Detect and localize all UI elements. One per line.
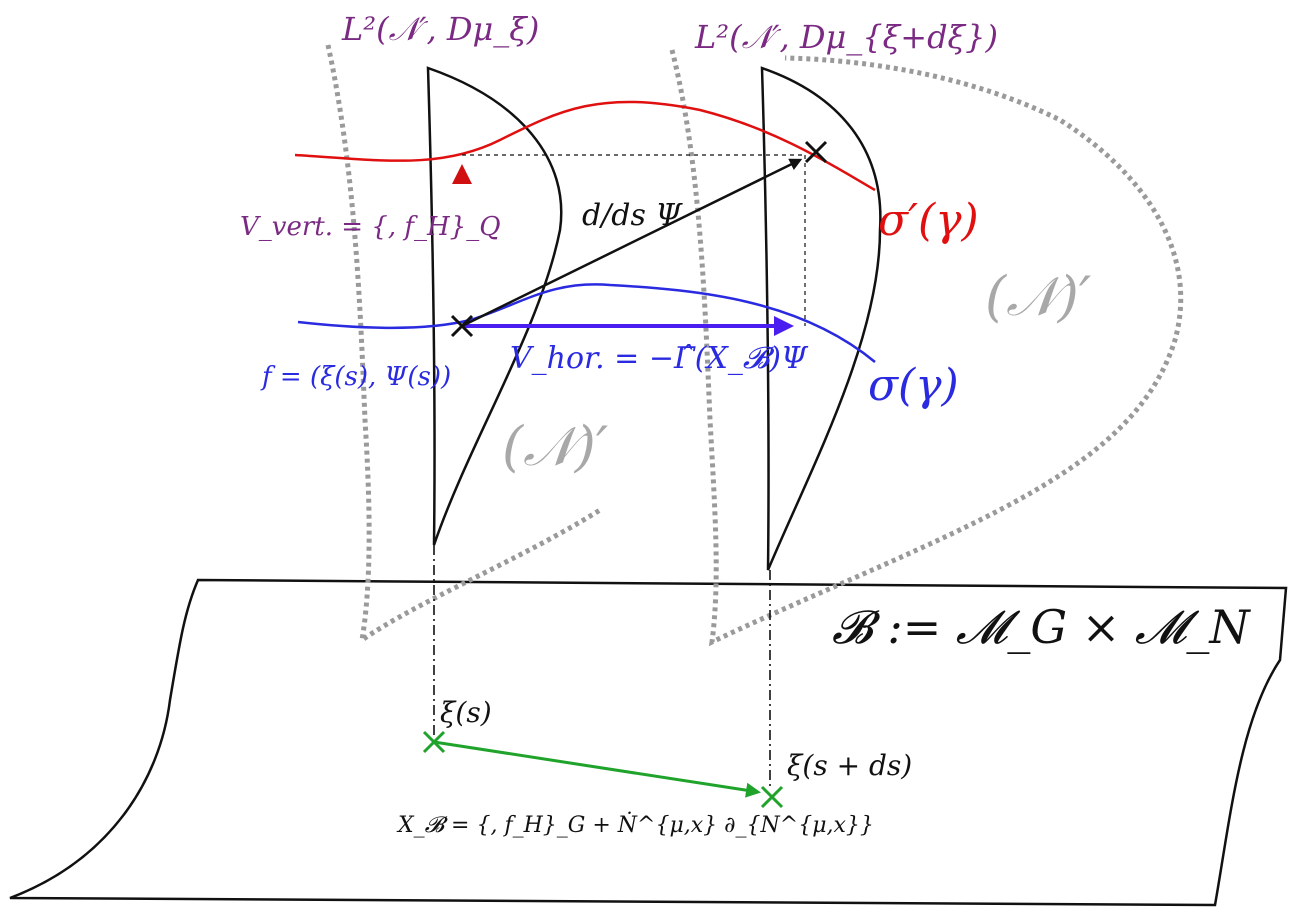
fiber-right-label: L²(𝒩′, Dμ_{ξ+dξ}) xyxy=(694,18,998,56)
xi-s-label: ξ(s) xyxy=(440,696,492,729)
fiber-left-label: L²(𝒩′, Dμ_ξ) xyxy=(341,10,539,48)
base-manifold-label: 𝓑 := 𝓜_G × 𝓜_N xyxy=(832,600,1251,654)
base-vector-label: X_𝓑 = {, f_H}_G + Ṅ^{μ,x} ∂_{N^{μ,x}} xyxy=(396,811,874,838)
n-prime-label-center: (𝒩)′ xyxy=(502,415,608,478)
point-sigma-prime-marker xyxy=(804,140,828,164)
n-prime-label-right: (𝒩)′ xyxy=(985,265,1091,328)
base-tangent-vector xyxy=(433,740,761,798)
base-manifold-surface xyxy=(9,578,1288,907)
section-sigma-prime-curve xyxy=(294,100,876,192)
sigma-label: σ(γ) xyxy=(868,360,959,411)
n-prime-outline-left xyxy=(325,44,602,646)
sigma-prime-label: σ′(γ) xyxy=(878,195,979,246)
fiber-right xyxy=(760,66,882,571)
derivative-vector xyxy=(461,158,803,328)
point-f-marker xyxy=(450,314,474,338)
vertical-vector-label: V_vert. = {, f_H}_Q xyxy=(240,212,501,242)
xi-s-ds-label: ξ(s + ds) xyxy=(787,749,912,782)
section-sigma-curve xyxy=(297,283,876,363)
point-xi-s-ds-marker xyxy=(760,785,784,809)
derivative-label: d/ds Ψ xyxy=(582,198,683,233)
point-xi-s-marker xyxy=(422,730,446,754)
horizontal-vector-label: V_hor. = −Γ̂(X_𝓑)Ψ xyxy=(510,341,809,376)
n-prime-outline-right xyxy=(669,49,1184,647)
fiber-left xyxy=(426,66,563,546)
point-f-label: f = (ξ(s), Ψ(s)) xyxy=(260,362,451,392)
